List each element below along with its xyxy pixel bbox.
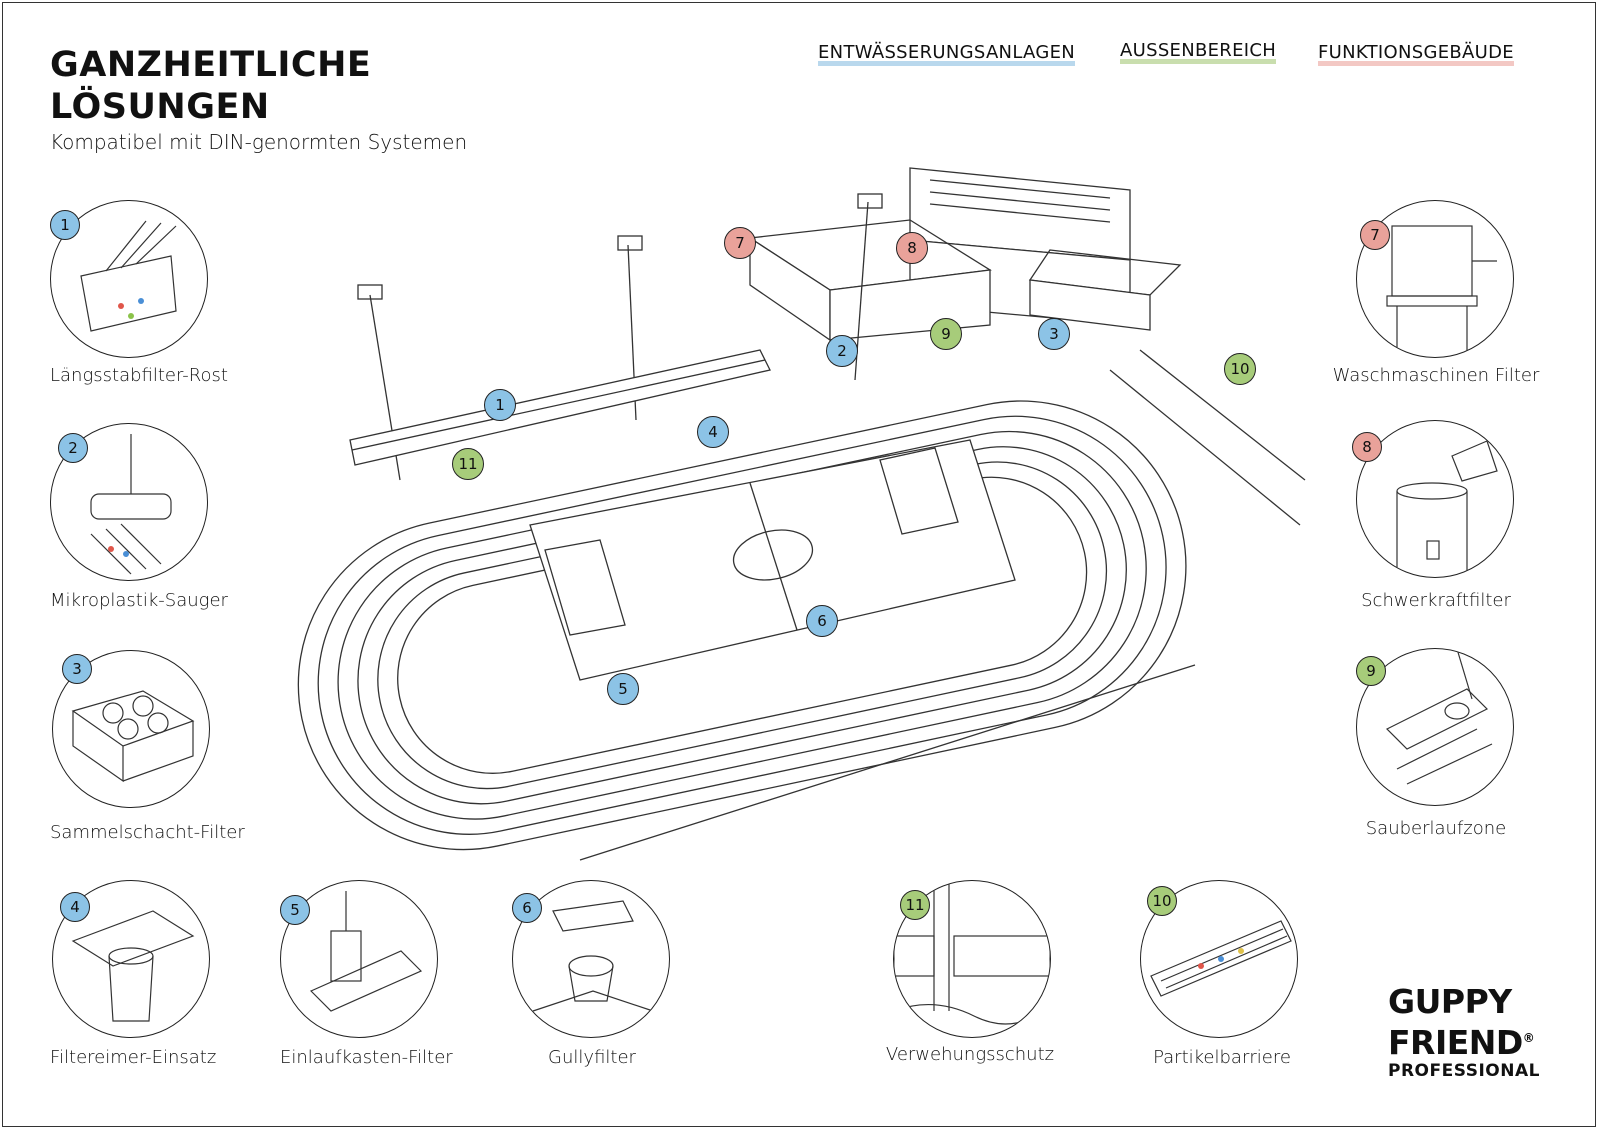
function-building (748, 167, 1182, 342)
map-badge-3[interactable]: 3 (1038, 318, 1070, 350)
gravity-filter-icon (1356, 420, 1514, 578)
item-number-badge: 10 (1147, 886, 1177, 916)
item-label: Gullyfilter (548, 1047, 636, 1068)
item-label: Schwerkraftfilter (1361, 590, 1511, 611)
map-badge-6[interactable]: 6 (806, 605, 838, 637)
item-label: Einlaufkasten-Filter (280, 1047, 453, 1068)
item-number-badge: 2 (58, 433, 88, 463)
page-subtitle: Kompatibel mit DIN-genormten Systemen (50, 130, 468, 154)
map-badge-9[interactable]: 9 (930, 318, 962, 350)
brand-registered: ® (1522, 1031, 1535, 1045)
map-badge-2[interactable]: 2 (826, 335, 858, 367)
item-label: Waschmaschinen Filter (1332, 365, 1540, 386)
map-badge-5[interactable]: 5 (607, 673, 639, 705)
brand-logo: GUPPY FRIEND® PROFESSIONAL (1388, 982, 1540, 1082)
legend-label: AUSSENBEREICH (1120, 40, 1277, 61)
item-number-badge: 1 (50, 210, 80, 240)
item-label: Filtereimer-Einsatz (50, 1047, 217, 1068)
item-label: Sammelschacht-Filter (50, 822, 245, 843)
item-label: Verwehungsschutz (885, 1044, 1055, 1065)
football-field (529, 439, 1016, 681)
legend-label: ENTWÄSSERUNGSANLAGEN (818, 42, 1076, 63)
legend-color-bar (1120, 59, 1277, 64)
brand-line-3: PROFESSIONAL (1388, 1061, 1540, 1081)
item-label: Längsstabfilter-Rost (50, 365, 228, 386)
item-label: Mikroplastik-Sauger (50, 590, 228, 611)
side-tracks (1109, 349, 1306, 526)
perimeter-line (579, 664, 1196, 861)
item-number-badge: 8 (1352, 432, 1382, 462)
item-number-badge: 11 (900, 890, 930, 920)
map-badge-1[interactable]: 1 (484, 389, 516, 421)
tribune (349, 349, 771, 466)
map-badge-11[interactable]: 11 (452, 448, 484, 480)
item-label: Partikelbarriere (1153, 1047, 1291, 1068)
legend-color-bar (818, 61, 1076, 66)
item-number-badge: 3 (62, 654, 92, 684)
item-number-badge: 4 (60, 892, 90, 922)
legend-aussenbereich: AUSSENBEREICH (1120, 40, 1277, 64)
legend-funktionsgebaeude: FUNKTIONSGEBÄUDE (1318, 42, 1514, 66)
stadium-illustration (297, 167, 1306, 861)
legend-label: FUNKTIONSGEBÄUDE (1318, 42, 1514, 63)
brand-line-2: FRIEND (1388, 1023, 1523, 1062)
map-badge-10[interactable]: 10 (1224, 353, 1256, 385)
item-number-badge: 7 (1360, 220, 1390, 250)
map-badge-7[interactable]: 7 (724, 227, 756, 259)
item-number-badge: 5 (280, 895, 310, 925)
item-number-badge: 6 (512, 893, 542, 923)
item-label: Sauberlaufzone (1365, 818, 1507, 839)
legend-entwaesserungsanlagen: ENTWÄSSERUNGSANLAGEN (818, 42, 1076, 66)
brand-line-1: GUPPY (1388, 982, 1512, 1021)
map-badge-4[interactable]: 4 (697, 416, 729, 448)
page-title: GANZHEITLICHE LÖSUNGEN (50, 45, 372, 127)
map-badge-8[interactable]: 8 (896, 232, 928, 264)
legend-color-bar (1318, 61, 1514, 66)
item-number-badge: 9 (1356, 656, 1386, 686)
